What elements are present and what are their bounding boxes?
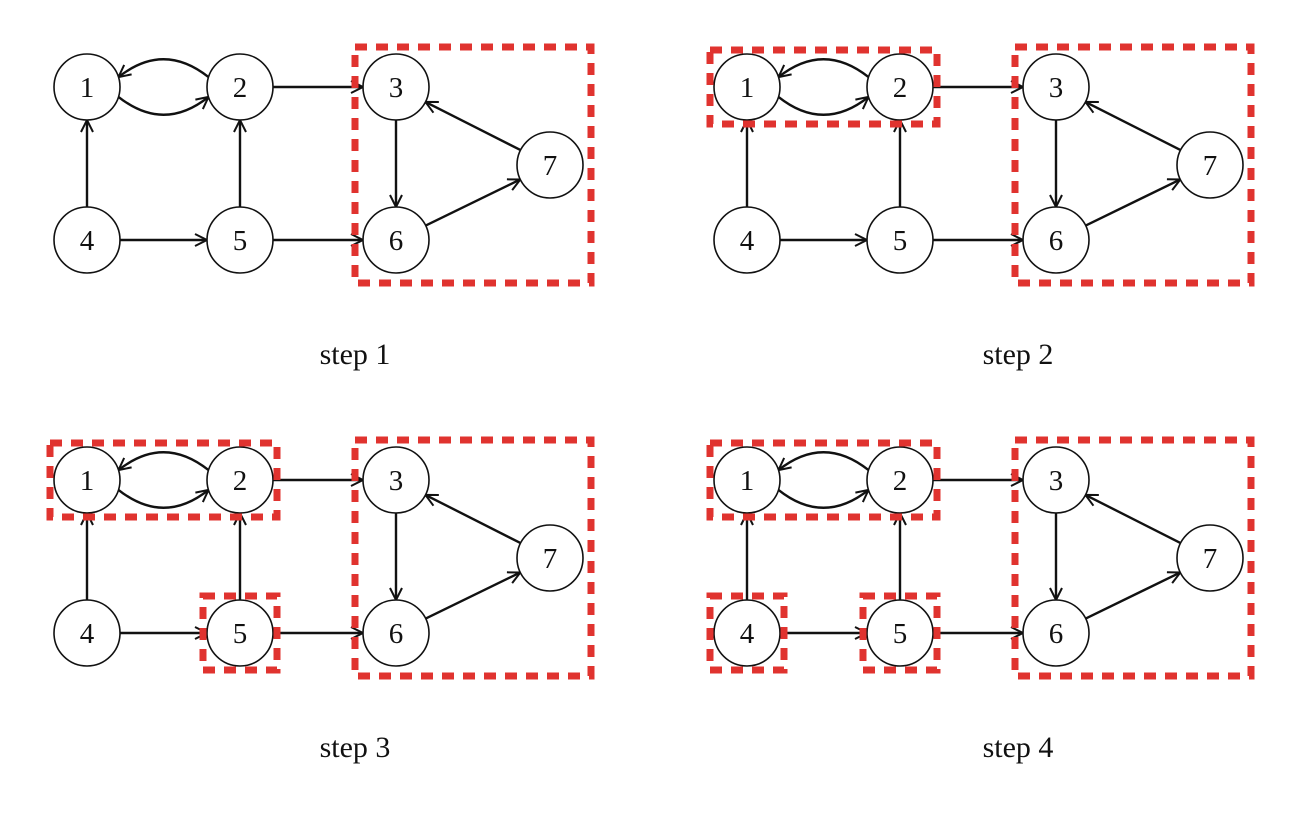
node-6-circle: [362, 599, 430, 667]
node-1-label: 1: [80, 72, 95, 104]
edge-6-to-7: [1085, 179, 1181, 227]
node-3-label: 3: [389, 72, 404, 104]
node-4-circle: [713, 206, 781, 274]
node-6-label: 6: [1049, 618, 1064, 650]
node-3-label: 3: [1049, 72, 1064, 104]
step-panel-2: 1 2 3 4 5 6 7 step 2: [706, 43, 1255, 371]
edge-7-to-3: [425, 100, 522, 152]
component-box-3-6-7: [1011, 43, 1255, 287]
edge-7-to-3: [1085, 493, 1182, 545]
node-5-label: 5: [233, 618, 248, 650]
edge-7-to-3: [425, 493, 522, 545]
component-box-4: [706, 592, 788, 674]
node-2-circle: [866, 53, 934, 121]
node-7-circle: [1176, 131, 1244, 199]
node-4-circle: [713, 599, 781, 667]
edge-6-to-7: [1085, 572, 1181, 620]
step-panel-3: 1 2 3 4 5 6 7 step 3: [46, 436, 595, 764]
node-7-label: 7: [543, 150, 558, 182]
node-6-circle: [362, 206, 430, 274]
node-1-circle: [713, 53, 781, 121]
node-5-circle: [206, 206, 274, 274]
component-box-5: [859, 592, 941, 674]
edge-1-to-2: [777, 490, 868, 509]
step-caption: step 2: [983, 338, 1054, 371]
node-2-circle: [206, 53, 274, 121]
node-5-circle: [206, 599, 274, 667]
edge-1-to-2: [777, 97, 868, 116]
node-4-label: 4: [740, 225, 755, 257]
node-5-circle: [866, 206, 934, 274]
component-box-3-6-7: [351, 43, 595, 287]
node-2-label: 2: [233, 465, 248, 497]
node-7-label: 7: [1203, 150, 1218, 182]
node-2-label: 2: [893, 72, 908, 104]
node-1-circle: [53, 446, 121, 514]
node-4-circle: [53, 599, 121, 667]
node-1-label: 1: [740, 72, 755, 104]
node-1-label: 1: [80, 465, 95, 497]
component-box-3-6-7: [1011, 436, 1255, 680]
step-caption: step 3: [320, 731, 391, 764]
node-2-label: 2: [893, 465, 908, 497]
node-5-label: 5: [233, 225, 248, 257]
step-caption: step 1: [320, 338, 391, 371]
component-box-3-6-7: [351, 436, 595, 680]
edge-2-to-1: [118, 451, 210, 470]
edge-2-to-1: [778, 58, 870, 77]
component-box-1-2: [706, 439, 941, 521]
node-5-label: 5: [893, 618, 908, 650]
step-panel-4: 1 2 3 4 5 6 7 step 4: [706, 436, 1255, 764]
component-box-1-2: [706, 46, 941, 128]
node-4-circle: [53, 206, 121, 274]
edge-7-to-3: [1085, 100, 1182, 152]
node-6-circle: [1022, 599, 1090, 667]
node-3-label: 3: [1049, 465, 1064, 497]
node-5-label: 5: [893, 225, 908, 257]
edge-6-to-7: [425, 572, 521, 620]
node-7-label: 7: [543, 543, 558, 575]
node-6-label: 6: [1049, 225, 1064, 257]
edge-6-to-7: [425, 179, 521, 227]
node-5-circle: [866, 599, 934, 667]
node-7-circle: [516, 524, 584, 592]
node-4-label: 4: [740, 618, 755, 650]
node-1-circle: [713, 446, 781, 514]
node-3-label: 3: [389, 465, 404, 497]
node-3-circle: [1022, 53, 1090, 121]
node-2-label: 2: [233, 72, 248, 104]
step-panel-1: 1 2 3 4 5 6 7 step 1: [53, 43, 595, 371]
node-2-circle: [206, 446, 274, 514]
edge-1-to-2: [117, 490, 208, 509]
node-7-label: 7: [1203, 543, 1218, 575]
node-6-label: 6: [389, 618, 404, 650]
edge-1-to-2: [117, 97, 208, 116]
step-caption: step 4: [983, 731, 1054, 764]
node-1-circle: [53, 53, 121, 121]
node-3-circle: [1022, 446, 1090, 514]
node-3-circle: [362, 53, 430, 121]
node-6-circle: [1022, 206, 1090, 274]
node-1-label: 1: [740, 465, 755, 497]
node-2-circle: [866, 446, 934, 514]
node-4-label: 4: [80, 618, 95, 650]
node-6-label: 6: [389, 225, 404, 257]
node-3-circle: [362, 446, 430, 514]
component-box-1-2: [46, 439, 281, 521]
edge-2-to-1: [778, 451, 870, 470]
node-4-label: 4: [80, 225, 95, 257]
node-7-circle: [1176, 524, 1244, 592]
component-box-5: [199, 592, 281, 674]
edge-2-to-1: [118, 58, 210, 77]
node-7-circle: [516, 131, 584, 199]
